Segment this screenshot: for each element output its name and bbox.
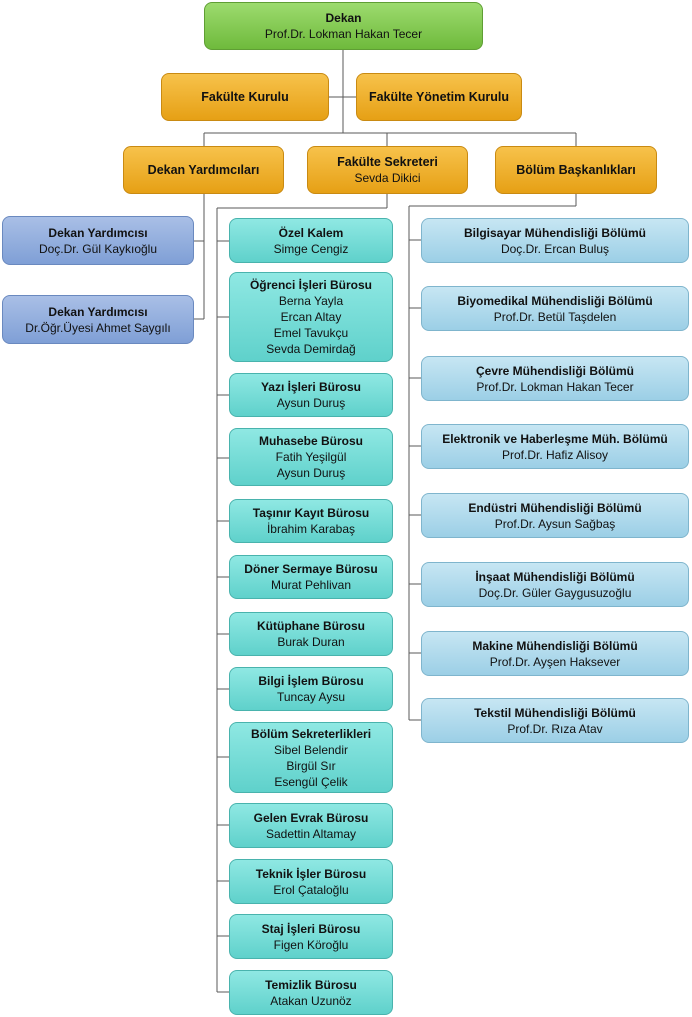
buro-person: Murat Pehlivan xyxy=(270,578,352,592)
dekan-yardimcisi-name: Dr.Öğr.Üyesi Ahmet Saygılı xyxy=(25,320,171,335)
bolum-endustri: Endüstri Mühendisliği Bölümü Prof.Dr. Ay… xyxy=(421,493,689,538)
bolum-cevre: Çevre Mühendisliği Bölümü Prof.Dr. Lokma… xyxy=(421,356,689,401)
buro-title: Teknik İşler Bürosu xyxy=(255,866,367,881)
bolum-title: Makine Mühendisliği Bölümü xyxy=(472,638,638,653)
bolum-title: Çevre Mühendisliği Bölümü xyxy=(475,363,634,378)
buro-title: Bilgi İşlem Bürosu xyxy=(258,674,364,688)
bolum-head: Doç.Dr. Ercan Buluş xyxy=(500,241,610,256)
fakulte-yonetim-kurulu-box: Fakülte Yönetim Kurulu xyxy=(356,73,522,121)
buro-ozel-kalem: Özel Kalem Simge Cengiz xyxy=(229,218,393,263)
buro-bolum-sekreterlikleri: Bölüm Sekreterlikleri Sibel Belendir Bir… xyxy=(229,722,393,793)
fakulte-sekreteri-box: Fakülte Sekreteri Sevda Dikici xyxy=(307,146,468,194)
buro-person: Aysun Duruş xyxy=(276,396,346,410)
buro-person: Tuncay Aysu xyxy=(276,690,346,704)
buro-person: Aysun Duruş xyxy=(276,466,346,480)
dekan-box: Dekan Prof.Dr. Lokman Hakan Tecer xyxy=(204,2,483,50)
bolum-makine: Makine Mühendisliği Bölümü Prof.Dr. Ayşe… xyxy=(421,631,689,676)
buro-staj-isleri: Staj İşleri Bürosu Figen Köroğlu xyxy=(229,914,393,959)
buro-temizlik: Temizlik Bürosu Atakan Uzunöz xyxy=(229,970,393,1015)
buro-person: Atakan Uzunöz xyxy=(270,993,352,1008)
buro-person: Erol Çataloğlu xyxy=(273,882,349,897)
buro-person: Esengül Çelik xyxy=(274,774,348,789)
bolum-title: Tekstil Mühendisliği Bölümü xyxy=(474,705,636,720)
buro-doner-sermaye: Döner Sermaye Bürosu Murat Pehlivan xyxy=(229,555,393,599)
bolum-title: Endüstri Mühendisliği Bölümü xyxy=(468,500,642,515)
dekan-yardimcisi-box: Dekan Yardımcısı Doç.Dr. Gül Kaykıoğlu xyxy=(2,216,194,265)
dekan-yardimcisi-name: Doç.Dr. Gül Kaykıoğlu xyxy=(38,241,158,256)
buro-bilgi-islem: Bilgi İşlem Bürosu Tuncay Aysu xyxy=(229,667,393,711)
buro-title: Muhasebe Bürosu xyxy=(258,434,363,448)
buro-title: Yazı İşleri Bürosu xyxy=(260,380,362,394)
buro-person: Emel Tavukçu xyxy=(273,326,349,340)
fakulte-kurulu-title: Fakülte Kurulu xyxy=(201,90,289,104)
bolum-tekstil: Tekstil Mühendisliği Bölümü Prof.Dr. Rız… xyxy=(421,698,689,743)
buro-person: Ercan Altay xyxy=(280,310,342,324)
buro-title: Bölüm Sekreterlikleri xyxy=(250,726,372,741)
buro-title: Gelen Evrak Bürosu xyxy=(253,810,369,825)
bolum-head: Doç.Dr. Güler Gaygusuzoğlu xyxy=(478,585,632,600)
buro-title: Öğrenci İşleri Bürosu xyxy=(249,278,373,292)
fakulte-sekreteri-title: Fakülte Sekreteri xyxy=(337,155,438,169)
buro-title: Kütüphane Bürosu xyxy=(257,619,365,633)
dekan-yardimcisi-box: Dekan Yardımcısı Dr.Öğr.Üyesi Ahmet Sayg… xyxy=(2,295,194,344)
bolum-elektronik: Elektronik ve Haberleşme Müh. Bölümü Pro… xyxy=(421,424,689,469)
dekan-title: Dekan xyxy=(325,11,362,25)
bolum-title: Elektronik ve Haberleşme Müh. Bölümü xyxy=(442,431,668,446)
fakulte-kurulu-box: Fakülte Kurulu xyxy=(161,73,329,121)
bolum-head: Prof.Dr. Betül Taşdelen xyxy=(493,309,617,324)
buro-title: Temizlik Bürosu xyxy=(265,977,357,992)
dekan-yardimcilari-box: Dekan Yardımcıları xyxy=(123,146,284,194)
buro-person: Figen Köroğlu xyxy=(273,937,349,952)
bolum-head: Prof.Dr. Ayşen Haksever xyxy=(489,654,621,669)
buro-gelen-evrak: Gelen Evrak Bürosu Sadettin Altamay xyxy=(229,803,393,848)
bolum-baskanliklari-box: Bölüm Başkanlıkları xyxy=(495,146,657,194)
buro-person: Sevda Demirdağ xyxy=(266,342,356,356)
buro-kutuphane: Kütüphane Bürosu Burak Duran xyxy=(229,612,393,656)
dekan-yardimcisi-title: Dekan Yardımcısı xyxy=(48,304,148,319)
buro-person: Sibel Belendir xyxy=(273,742,349,757)
bolum-bilgisayar: Bilgisayar Mühendisliği Bölümü Doç.Dr. E… xyxy=(421,218,689,263)
buro-person: Simge Cengiz xyxy=(273,241,349,256)
buro-title: Döner Sermaye Bürosu xyxy=(244,562,378,576)
buro-person: Berna Yayla xyxy=(278,294,344,308)
buro-title: Taşınır Kayıt Bürosu xyxy=(252,506,370,520)
buro-title: Özel Kalem xyxy=(278,225,344,240)
bolum-title: İnşaat Mühendisliği Bölümü xyxy=(475,569,635,584)
bolum-head: Prof.Dr. Aysun Sağbaş xyxy=(494,516,616,531)
bolum-head: Prof.Dr. Rıza Atav xyxy=(507,721,603,736)
buro-person: Fatih Yeşilgül xyxy=(275,450,347,464)
buro-yazi-isleri: Yazı İşleri Bürosu Aysun Duruş xyxy=(229,373,393,417)
bolum-biyomedikal: Biyomedikal Mühendisliği Bölümü Prof.Dr.… xyxy=(421,286,689,331)
buro-person: Sadettin Altamay xyxy=(265,826,357,841)
dekan-yardimcisi-title: Dekan Yardımcısı xyxy=(48,225,148,240)
fakulte-yonetim-kurulu-title: Fakülte Yönetim Kurulu xyxy=(368,90,510,104)
bolum-head: Prof.Dr. Lokman Hakan Tecer xyxy=(476,379,634,394)
buro-person: Burak Duran xyxy=(277,635,345,649)
buro-teknik-isler: Teknik İşler Bürosu Erol Çataloğlu xyxy=(229,859,393,904)
bolum-head: Prof.Dr. Hafiz Alisoy xyxy=(501,447,609,462)
bolum-title: Biyomedikal Mühendisliği Bölümü xyxy=(457,293,653,308)
fakulte-sekreteri-name: Sevda Dikici xyxy=(354,171,421,185)
buro-muhasebe: Muhasebe Bürosu Fatih Yeşilgül Aysun Dur… xyxy=(229,428,393,486)
buro-tasinir-kayit: Taşınır Kayıt Bürosu İbrahim Karabaş xyxy=(229,499,393,543)
dekan-yardimcilari-title: Dekan Yardımcıları xyxy=(147,163,260,177)
buro-ogrenci-isleri: Öğrenci İşleri Bürosu Berna Yayla Ercan … xyxy=(229,272,393,362)
dekan-name: Prof.Dr. Lokman Hakan Tecer xyxy=(264,27,423,41)
buro-title: Staj İşleri Bürosu xyxy=(261,921,361,936)
buro-person: Birgül Sır xyxy=(286,758,336,773)
bolum-title: Bilgisayar Mühendisliği Bölümü xyxy=(463,225,647,240)
buro-person: İbrahim Karabaş xyxy=(266,522,356,536)
bolum-baskanliklari-title: Bölüm Başkanlıkları xyxy=(516,163,636,177)
bolum-insaat: İnşaat Mühendisliği Bölümü Doç.Dr. Güler… xyxy=(421,562,689,607)
